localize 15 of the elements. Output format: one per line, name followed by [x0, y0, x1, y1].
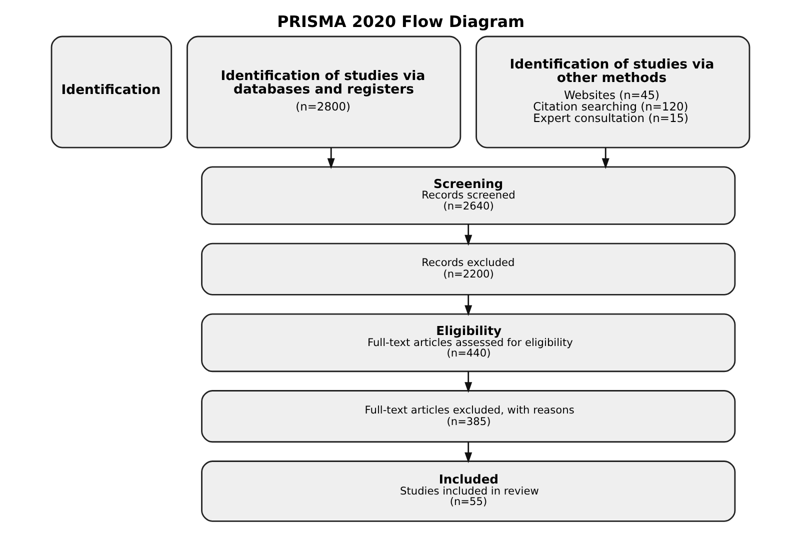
node-box: Included Studies included in review (n=55): [200, 460, 736, 522]
node-box: Identification of studies via other methods Websites (n=45) Citation searching (n=120) Expert consultation (n=15): [475, 36, 750, 148]
arrow: [464, 442, 472, 464]
arrow: [601, 148, 609, 169]
arrow: [464, 371, 472, 393]
node-box: Screening Records screened (n=2640): [200, 166, 736, 225]
arrow: [464, 224, 472, 246]
node-box: Identification of studies via databases and registers (n=2800): [186, 36, 461, 148]
arrow: [326, 148, 334, 169]
diagram-title: PRISMA 2020 Flow Diagram: [276, 12, 524, 32]
node-box: Records excluded (n=2200): [200, 242, 736, 296]
node-box: Full-text articles excluded, with reasons (n=385): [200, 390, 736, 443]
node-box: Eligibility Full-text articles assessed for eligibility (n=440): [200, 313, 736, 372]
node-box: Identification: [50, 36, 172, 148]
arrow: [464, 294, 472, 316]
